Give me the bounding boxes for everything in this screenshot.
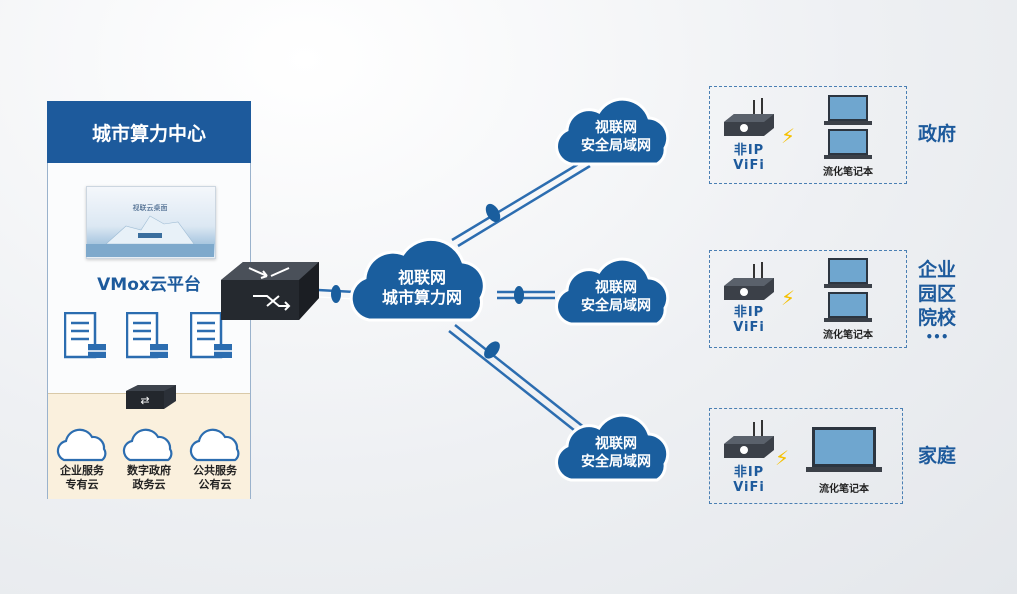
- server-icon: [64, 312, 106, 359]
- server-icon: [190, 312, 232, 359]
- lightning-icon: ⚡: [775, 446, 790, 470]
- site-name-home: 家庭: [918, 445, 957, 467]
- laptop-label-bottom: 流化笔记本: [819, 484, 869, 495]
- link-group: [317, 158, 591, 439]
- lan-label-bottom: 视联网安全局域网: [581, 436, 651, 470]
- laptop-label-mid: 流化笔记本: [823, 330, 873, 341]
- cloud-icon: [56, 428, 107, 462]
- svg-text:⇄: ⇄: [140, 394, 149, 407]
- government-cloud-label: 数字政府政务云: [127, 464, 171, 491]
- laptop-icon: [824, 292, 872, 322]
- site-box-government: [709, 86, 907, 184]
- site-name-government: 政府: [918, 123, 957, 145]
- router-icon: [724, 98, 774, 136]
- link-node: [484, 341, 500, 359]
- router-icon: [724, 420, 774, 458]
- core-switch-icon: [221, 262, 319, 320]
- server-icon: [126, 312, 168, 359]
- lightning-icon: ⚡: [781, 286, 796, 310]
- cloud-icon: [122, 428, 173, 462]
- core-network-cloud: [349, 237, 486, 322]
- lightning-icon: ⚡: [781, 124, 796, 148]
- more-sites-ellipsis: •••: [925, 330, 949, 344]
- laptop-icon: [824, 95, 872, 125]
- core-top-link: [451, 158, 586, 242]
- site-box-home: [709, 408, 903, 504]
- cloud-icon: [189, 428, 240, 462]
- small-switch-icon: ⇄: [126, 385, 176, 409]
- link-node: [331, 285, 341, 303]
- core-bottom-link: [454, 324, 591, 433]
- site-box-enterprise: [709, 250, 907, 348]
- vmox-platform-label: VMox云平台: [97, 275, 201, 295]
- computing-center-title: 城市算力中心: [47, 101, 251, 163]
- lan-cloud-bottom: [555, 413, 670, 482]
- lan-cloud-mid: [555, 257, 670, 326]
- router-icon: [724, 262, 774, 300]
- cloud-desktop-title: 视联云桌面: [132, 204, 168, 212]
- link-node: [514, 286, 524, 304]
- public-cloud-label: 公共服务公有云: [193, 464, 237, 491]
- laptop-icon: [806, 427, 882, 472]
- lan-label-top: 视联网安全局域网: [581, 120, 651, 154]
- core-network-label: 视联网城市算力网: [381, 268, 462, 307]
- link-node: [485, 203, 501, 223]
- site-name-enterprise: 企业 园区 院校 •••: [918, 259, 957, 344]
- enterprise-cloud-label: 企业服务专有云: [60, 464, 104, 491]
- laptop-label-top: 流化笔记本: [823, 167, 873, 178]
- lan-label-mid: 视联网安全局域网: [581, 280, 651, 314]
- laptop-icon: [824, 129, 872, 159]
- lan-cloud-top: [555, 97, 670, 166]
- iceberg-image: [86, 215, 214, 257]
- laptop-icon: [824, 258, 872, 288]
